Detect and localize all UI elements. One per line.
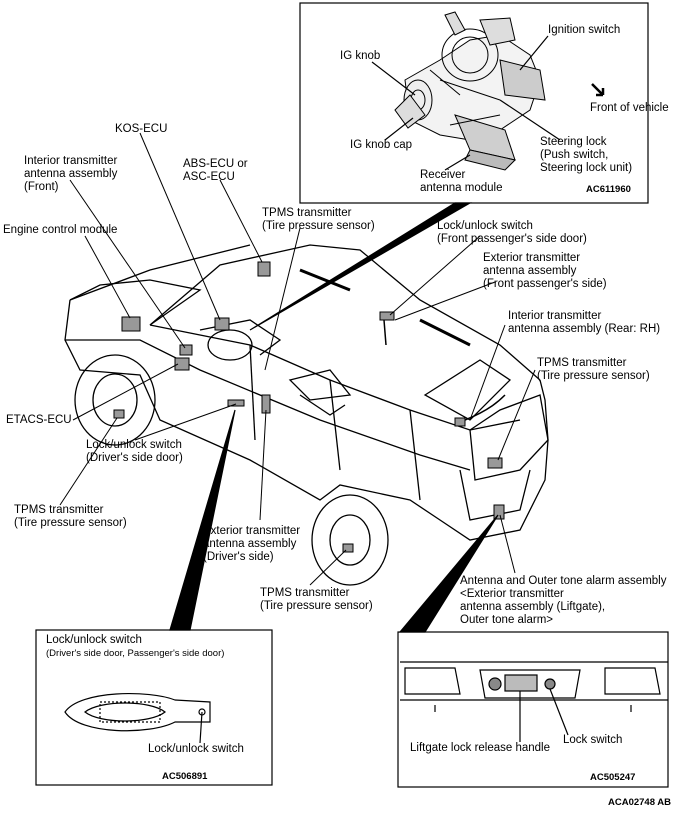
kos-ecu-label: KOS-ECU xyxy=(115,123,168,135)
rear-wheel xyxy=(311,494,389,586)
bottom-right-inset-frame xyxy=(397,631,669,788)
bl-inset-title: Lock/unlock switch xyxy=(46,634,142,646)
lock-front-passenger-label: Lock/unlock switch (Front passenger's si… xyxy=(437,220,587,245)
steering-lock-label: Steering lock (Push switch, Steering loc… xyxy=(540,136,633,174)
abs-ecu-part xyxy=(257,261,271,277)
tpms-right-label: TPMS transmitter (Tire pressure sensor) xyxy=(537,357,650,382)
abs-ecu-label: ABS-ECU or ASC-ECU xyxy=(183,158,248,183)
door-handle-drawing xyxy=(64,692,211,732)
etacs-ecu-part xyxy=(174,357,190,371)
figure-code: ACA02748 AB xyxy=(608,797,672,808)
interior-rear-label: Interior transmitter antenna assembly (R… xyxy=(508,310,661,335)
bl-inset-subtitle: (Driver's side door, Passenger's side do… xyxy=(46,648,225,659)
front-passenger-switch-part xyxy=(379,311,395,321)
interior-rear-antenna-part xyxy=(454,417,466,427)
bottom-left-inset-frame xyxy=(35,629,273,786)
lock-driver-label: Lock/unlock switch (Driver's side door) xyxy=(86,439,183,464)
engine-control-module-part xyxy=(121,316,141,332)
bl-inset-code: AC506891 xyxy=(162,771,208,782)
tpms-left-part xyxy=(113,409,125,419)
ignition-assembly xyxy=(394,11,546,171)
tpms-top-label: TPMS transmitter (Tire pressure sensor) xyxy=(262,207,375,232)
kos-ecu-part xyxy=(214,317,230,331)
etacs-label: ETACS-ECU xyxy=(6,414,72,426)
exterior-front-passenger-label: Exterior transmitter antenna assembly (F… xyxy=(483,252,607,290)
lock-switch-driver-part xyxy=(227,399,245,407)
front-wheel xyxy=(74,354,156,446)
top-inset-frame xyxy=(299,2,649,204)
liftgate-antenna-part xyxy=(493,504,505,520)
vehicle-outline xyxy=(64,244,549,586)
top-inset-pointer xyxy=(249,202,473,331)
ig-knob-cap-label: IG knob cap xyxy=(350,139,413,151)
tpms-left-label: TPMS transmitter (Tire pressure sensor) xyxy=(14,504,127,529)
front-of-vehicle-label: Front of vehicle xyxy=(590,102,669,114)
ignition-switch-label: Ignition switch xyxy=(548,24,621,36)
front-arrow-icon xyxy=(591,83,605,97)
ig-knob-label: IG knob xyxy=(340,50,381,62)
br-inset-code: AC505247 xyxy=(590,772,636,783)
liftgate-drawing xyxy=(400,661,668,712)
antenna-outer-label: Antenna and Outer tone alarm assembly <E… xyxy=(460,575,667,626)
tpms-bottom-part xyxy=(342,543,354,553)
lock-switch-label: Lock switch xyxy=(563,734,623,746)
bl-inset-switch-label: Lock/unlock switch xyxy=(148,743,244,755)
liftgate-handle-label: Liftgate lock release handle xyxy=(410,742,551,754)
tpms-bottom-label: TPMS transmitter (Tire pressure sensor) xyxy=(260,587,373,612)
engine-control-label: Engine control module xyxy=(3,224,118,236)
receiver-module-label: Receiver antenna module xyxy=(420,169,503,194)
top-inset-code: AC611960 xyxy=(586,184,631,195)
tpms-right-part xyxy=(487,457,503,469)
exterior-driver-label: Exterior transmitter antenna assembly (D… xyxy=(203,525,301,563)
interior-front-antenna-part xyxy=(179,344,193,356)
interior-front-label: Interior transmitter antenna assembly (F… xyxy=(24,155,118,193)
